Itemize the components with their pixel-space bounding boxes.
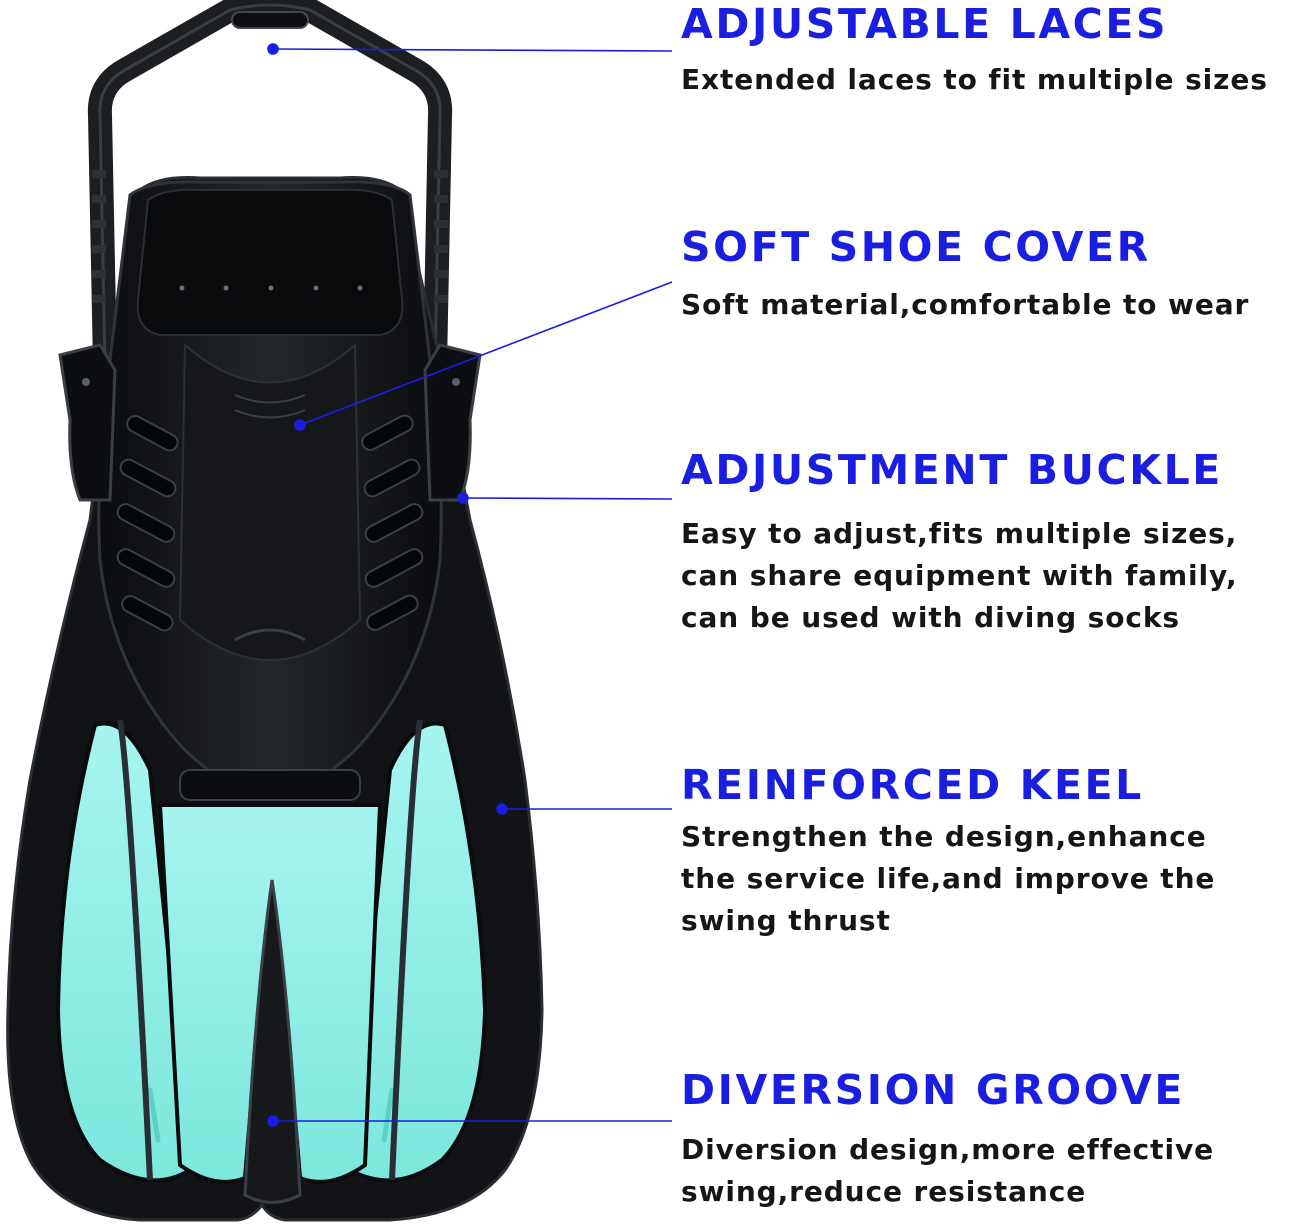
strap-ratchet-teeth-right xyxy=(434,170,448,303)
feature-title: ADJUSTABLE LACES xyxy=(681,0,1169,48)
adjustment-buckle-left xyxy=(58,343,117,502)
feature-adjustable-laces: ADJUSTABLE LACES Extended laces to fit m… xyxy=(681,1,1291,101)
callout-leader-lines xyxy=(267,43,673,1127)
feature-description: Strengthen the design,enhance the servic… xyxy=(681,820,1216,937)
side-vents-right xyxy=(361,414,424,631)
feature-description: Diversion design,more effective swing,re… xyxy=(681,1133,1215,1208)
feature-title: DIVERSION GROOVE xyxy=(681,1066,1185,1114)
feature-title: REINFORCED KEEL xyxy=(681,761,1144,809)
feature-diversion-groove: DIVERSION GROOVE Diversion design,more e… xyxy=(681,1067,1291,1213)
adjustment-buckle-right xyxy=(423,343,482,502)
side-vents-left xyxy=(116,415,179,632)
feature-soft-shoe-cover: SOFT SHOE COVER Soft material,comfortabl… xyxy=(681,224,1291,326)
feature-description: Soft material,comfortable to wear xyxy=(681,288,1250,321)
reinforced-keel-left xyxy=(117,719,153,1181)
strap-ratchet-teeth-left xyxy=(92,170,106,303)
fin-blade-left xyxy=(55,721,193,1183)
feature-title: SOFT SHOE COVER xyxy=(681,223,1151,271)
reinforced-keel-right xyxy=(389,719,423,1181)
feature-description: Extended laces to fit multiple sizes xyxy=(681,63,1268,96)
feature-title: ADJUSTMENT BUCKLE xyxy=(681,446,1223,494)
shoe-cover-opening xyxy=(136,188,404,336)
feature-description: Easy to adjust,fits multiple sizes, can … xyxy=(681,517,1238,634)
feature-reinforced-keel: REINFORCED KEEL Strengthen the design,en… xyxy=(681,762,1291,942)
fin-blade-right xyxy=(347,721,488,1183)
diversion-groove xyxy=(243,879,302,1204)
feature-adjustment-buckle: ADJUSTMENT BUCKLE Easy to adjust,fits mu… xyxy=(681,447,1291,639)
heel-strap xyxy=(87,0,453,366)
strap-pull-tab xyxy=(231,11,309,29)
